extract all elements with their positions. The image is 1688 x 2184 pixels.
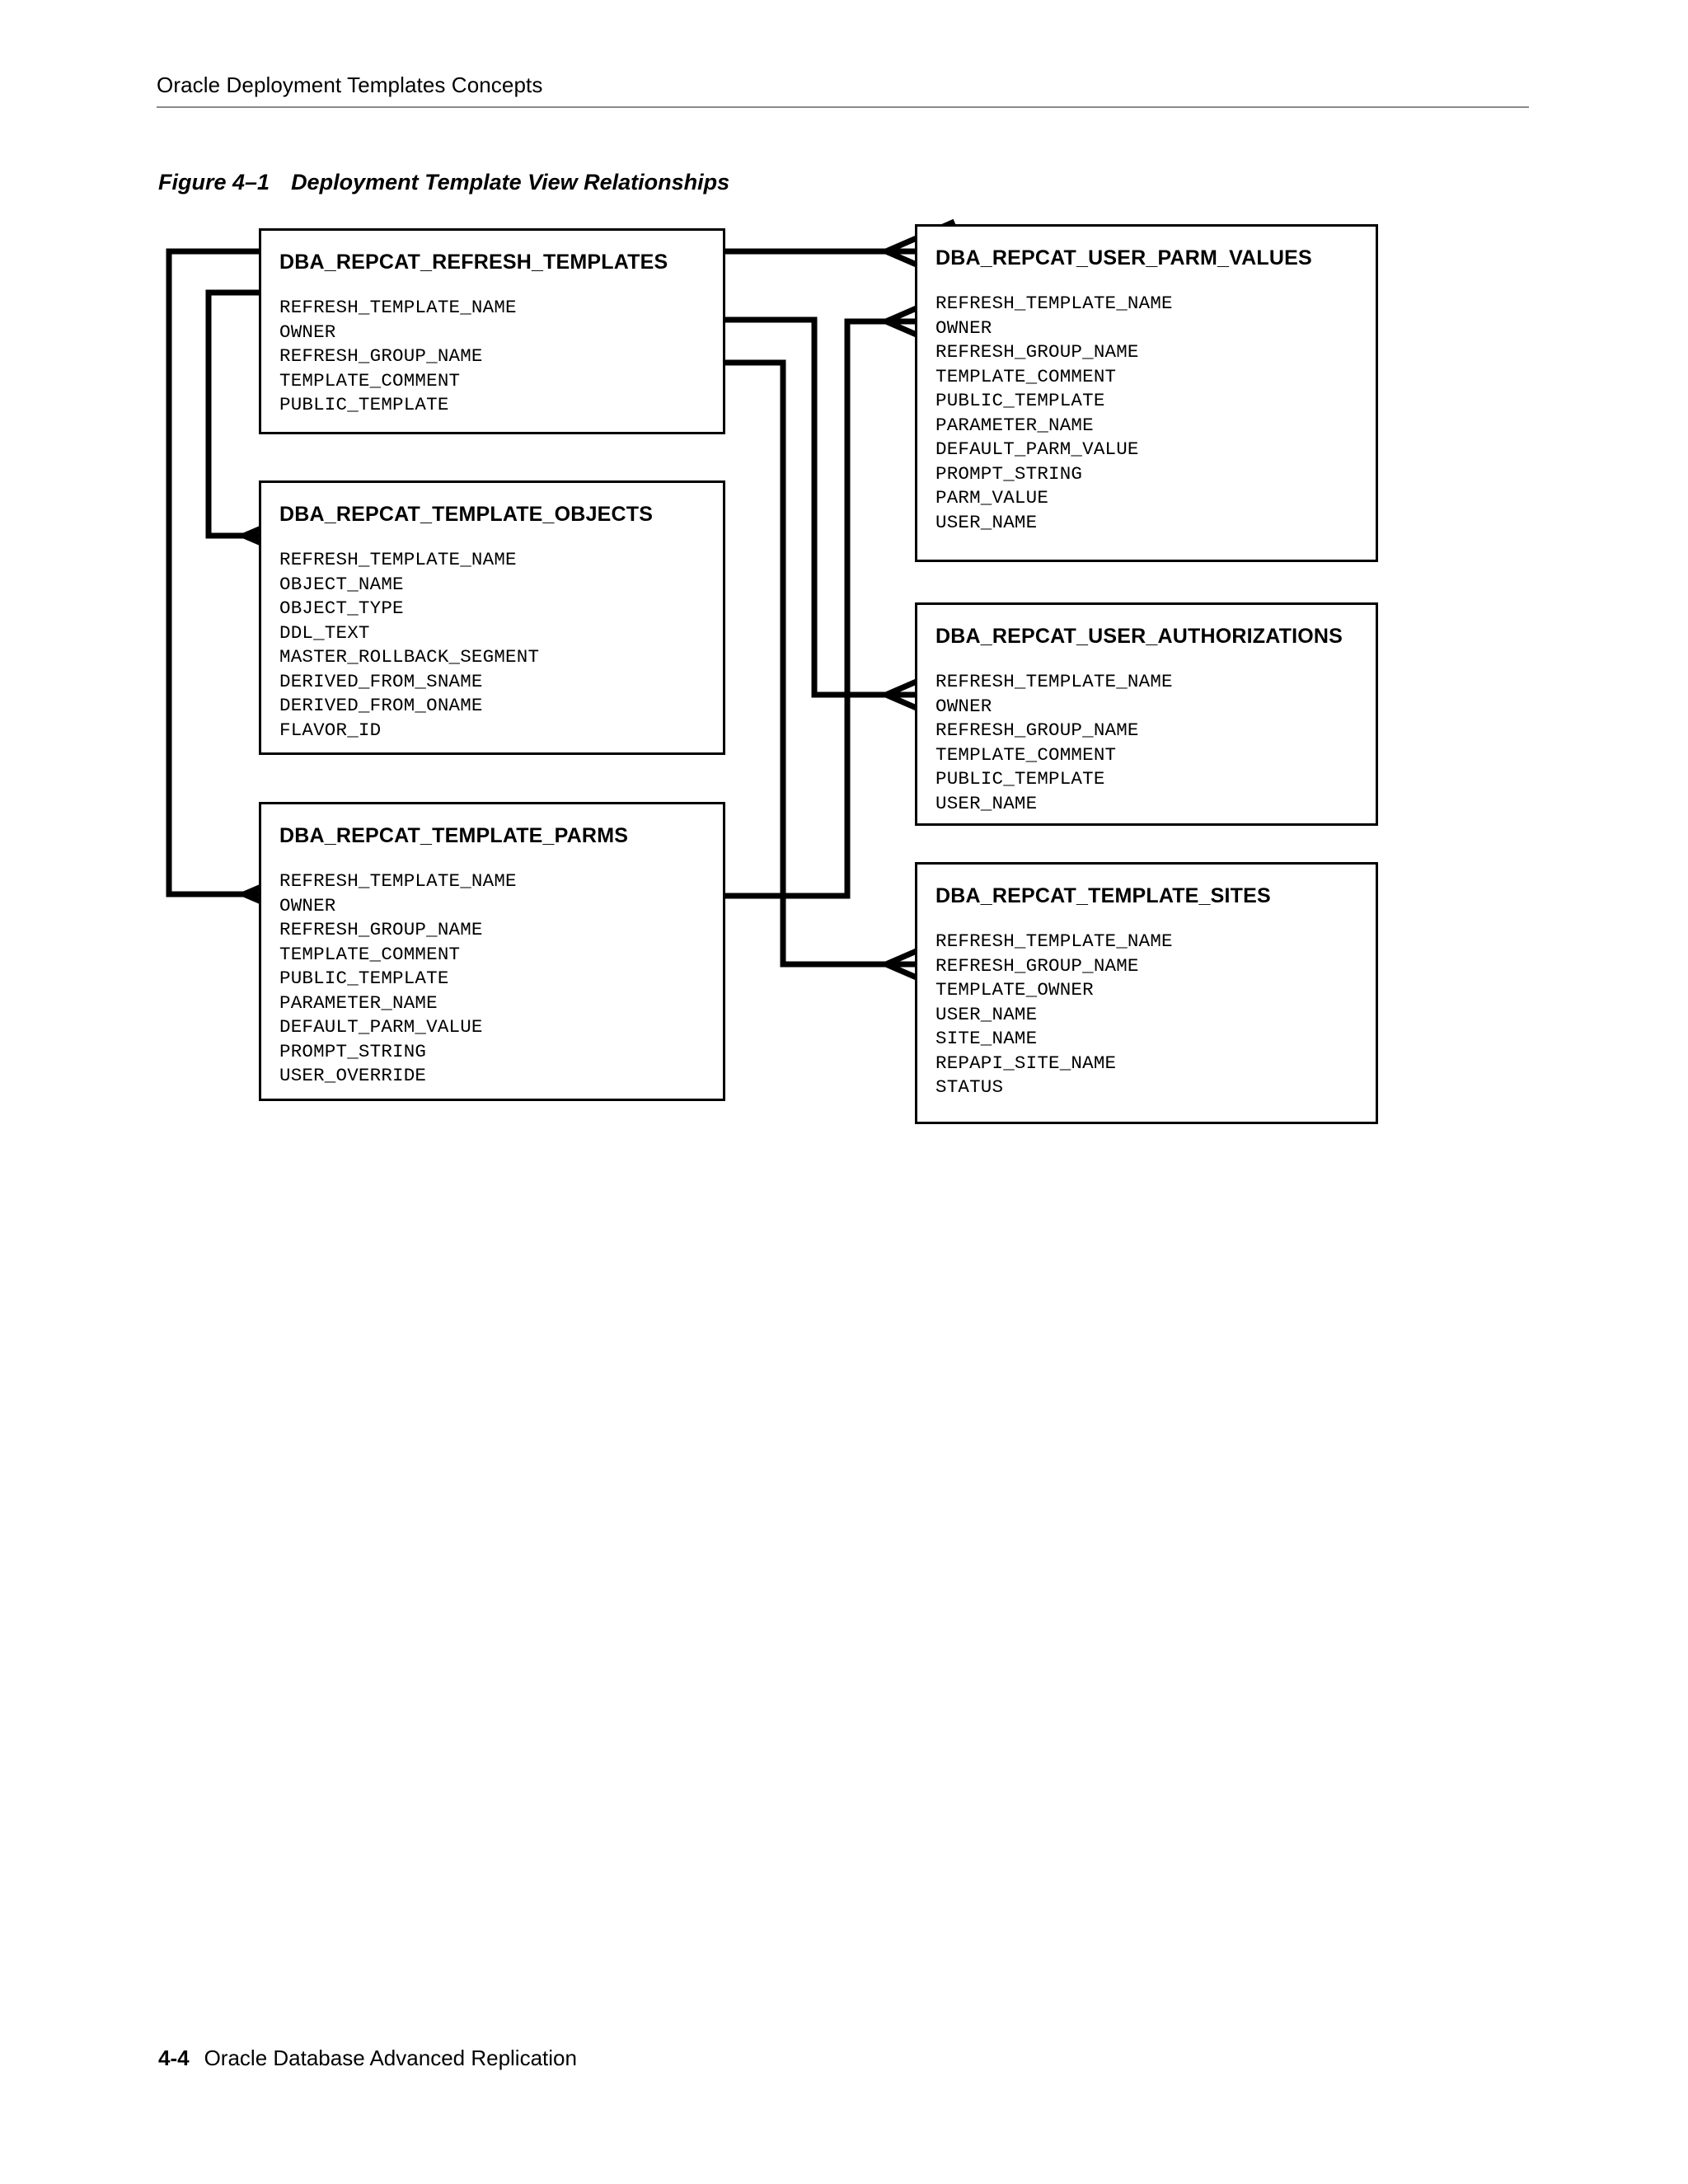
page-header: Oracle Deployment Templates Concepts (157, 73, 1529, 108)
entity-field: OWNER (935, 316, 992, 339)
entity-field: PROMPT_STRING (279, 1040, 427, 1062)
entity-field: PARAMETER_NAME (935, 414, 1094, 436)
entity-field: REFRESH_GROUP_NAME (279, 919, 483, 940)
entity-dba-repcat-refresh-templates[interactable]: DBA_REPCAT_REFRESH_TEMPLATES REFRESH_TEM… (259, 228, 725, 434)
entity-field: DDL_TEXT (279, 621, 370, 644)
entity-field: PUBLIC_TEMPLATE (935, 390, 1105, 411)
entity-field: REFRESH_TEMPLATE_NAME (279, 870, 517, 892)
entity-field: REFRESH_GROUP_NAME (935, 341, 1139, 363)
entity-field: REFRESH_TEMPLATE_NAME (279, 297, 517, 318)
entity-field: USER_OVERRIDE (279, 1065, 427, 1086)
connector-template-parms-to-template-sites (725, 359, 886, 968)
entity-field: TEMPLATE_OWNER (935, 979, 1094, 1001)
figure-title: Deployment Template View Relationships (291, 170, 730, 194)
entity-field: REFRESH_GROUP_NAME (935, 719, 1139, 741)
page-footer: 4-4 Oracle Database Advanced Replication (158, 2046, 577, 2071)
entity-field: REFRESH_TEMPLATE_NAME (935, 293, 1173, 314)
entity-field: DERIVED_FROM_ONAME (279, 695, 483, 716)
entity-field-list: REFRESH_TEMPLATE_NAME OWNER REFRESH_GROU… (935, 292, 1376, 535)
entity-field: PUBLIC_TEMPLATE (279, 968, 449, 989)
entity-field: OWNER (279, 321, 336, 343)
entity-field: TEMPLATE_COMMENT (279, 943, 461, 965)
entity-field: OBJECT_NAME (279, 573, 404, 595)
entity-dba-repcat-template-objects[interactable]: DBA_REPCAT_TEMPLATE_OBJECTS REFRESH_TEMP… (259, 480, 725, 755)
entity-field: REPAPI_SITE_NAME (935, 1052, 1117, 1074)
entity-field: DEFAULT_PARM_VALUE (279, 1016, 483, 1038)
relationship-connector-layer (166, 218, 956, 997)
entity-relationship-diagram: DBA_REPCAT_REFRESH_TEMPLATES REFRESH_TEM… (166, 218, 1378, 1124)
entity-field-list: REFRESH_TEMPLATE_NAME OBJECT_NAME OBJECT… (279, 548, 723, 743)
running-head-text: Oracle Deployment Templates Concepts (157, 73, 543, 97)
entity-field: MASTER_ROLLBACK_SEGMENT (279, 646, 540, 668)
entity-field: DERIVED_FROM_SNAME (279, 670, 483, 692)
connector-refresh-templates-to-template-parms (166, 248, 259, 898)
entity-field: USER_NAME (935, 792, 1038, 814)
entity-field: REFRESH_GROUP_NAME (935, 954, 1139, 977)
entity-field: PUBLIC_TEMPLATE (279, 394, 449, 415)
entity-field: REFRESH_TEMPLATE_NAME (279, 549, 517, 570)
entity-field: USER_NAME (935, 511, 1038, 533)
entity-field: FLAVOR_ID (279, 719, 382, 741)
entity-field-list: REFRESH_TEMPLATE_NAME OWNER REFRESH_GROU… (279, 296, 723, 418)
entity-field: OWNER (279, 894, 336, 916)
entity-field: PARM_VALUE (935, 487, 1049, 509)
header-divider (157, 106, 1529, 108)
entity-field: DEFAULT_PARM_VALUE (935, 438, 1139, 460)
entity-field: TEMPLATE_COMMENT (279, 369, 461, 391)
connector-refresh-templates-to-template-objects (205, 289, 259, 539)
entity-field: USER_NAME (935, 1003, 1038, 1025)
entity-dba-repcat-template-parms[interactable]: DBA_REPCAT_TEMPLATE_PARMS REFRESH_TEMPLA… (259, 802, 725, 1101)
connector-template-parms-to-user-parm-values (725, 318, 886, 899)
entity-field: REFRESH_TEMPLATE_NAME (935, 930, 1173, 952)
entity-field-list: REFRESH_TEMPLATE_NAME OWNER REFRESH_GROU… (935, 670, 1376, 816)
entity-field: OWNER (935, 695, 992, 717)
entity-title: DBA_REPCAT_REFRESH_TEMPLATES (279, 251, 668, 274)
entity-title: DBA_REPCAT_USER_AUTHORIZATIONS (935, 625, 1343, 648)
entity-dba-repcat-user-parm-values[interactable]: DBA_REPCAT_USER_PARM_VALUES REFRESH_TEMP… (915, 224, 1378, 562)
book-title: Oracle Database Advanced Replication (204, 2046, 577, 2070)
entity-field: SITE_NAME (935, 1028, 1038, 1049)
entity-dba-repcat-user-authorizations[interactable]: DBA_REPCAT_USER_AUTHORIZATIONS REFRESH_T… (915, 602, 1378, 826)
page-number: 4-4 (158, 2046, 190, 2070)
entity-field: PUBLIC_TEMPLATE (935, 768, 1105, 790)
entity-field-list: REFRESH_TEMPLATE_NAME REFRESH_GROUP_NAME… (935, 930, 1376, 1100)
entity-field: REFRESH_TEMPLATE_NAME (935, 671, 1173, 692)
entity-title: DBA_REPCAT_TEMPLATE_OBJECTS (279, 503, 654, 526)
entity-field: OBJECT_TYPE (279, 598, 404, 619)
entity-title: DBA_REPCAT_TEMPLATE_SITES (935, 884, 1271, 907)
entity-field: REFRESH_GROUP_NAME (279, 345, 483, 367)
entity-field: PROMPT_STRING (935, 462, 1083, 485)
entity-title: DBA_REPCAT_USER_PARM_VALUES (935, 246, 1312, 269)
entity-dba-repcat-template-sites[interactable]: DBA_REPCAT_TEMPLATE_SITES REFRESH_TEMPLA… (915, 862, 1378, 1124)
figure-number: Figure 4–1 (158, 170, 270, 194)
entity-field: STATUS (935, 1076, 1004, 1098)
entity-field: TEMPLATE_COMMENT (935, 365, 1117, 387)
entity-field: PARAMETER_NAME (279, 991, 438, 1014)
entity-field-list: REFRESH_TEMPLATE_NAME OWNER REFRESH_GROU… (279, 869, 723, 1089)
connector-refresh-templates-to-user-authorizations (725, 316, 886, 698)
entity-title: DBA_REPCAT_TEMPLATE_PARMS (279, 824, 629, 847)
figure-caption: Figure 4–1 Deployment Template View Relat… (158, 170, 729, 195)
entity-field: TEMPLATE_COMMENT (935, 743, 1117, 766)
